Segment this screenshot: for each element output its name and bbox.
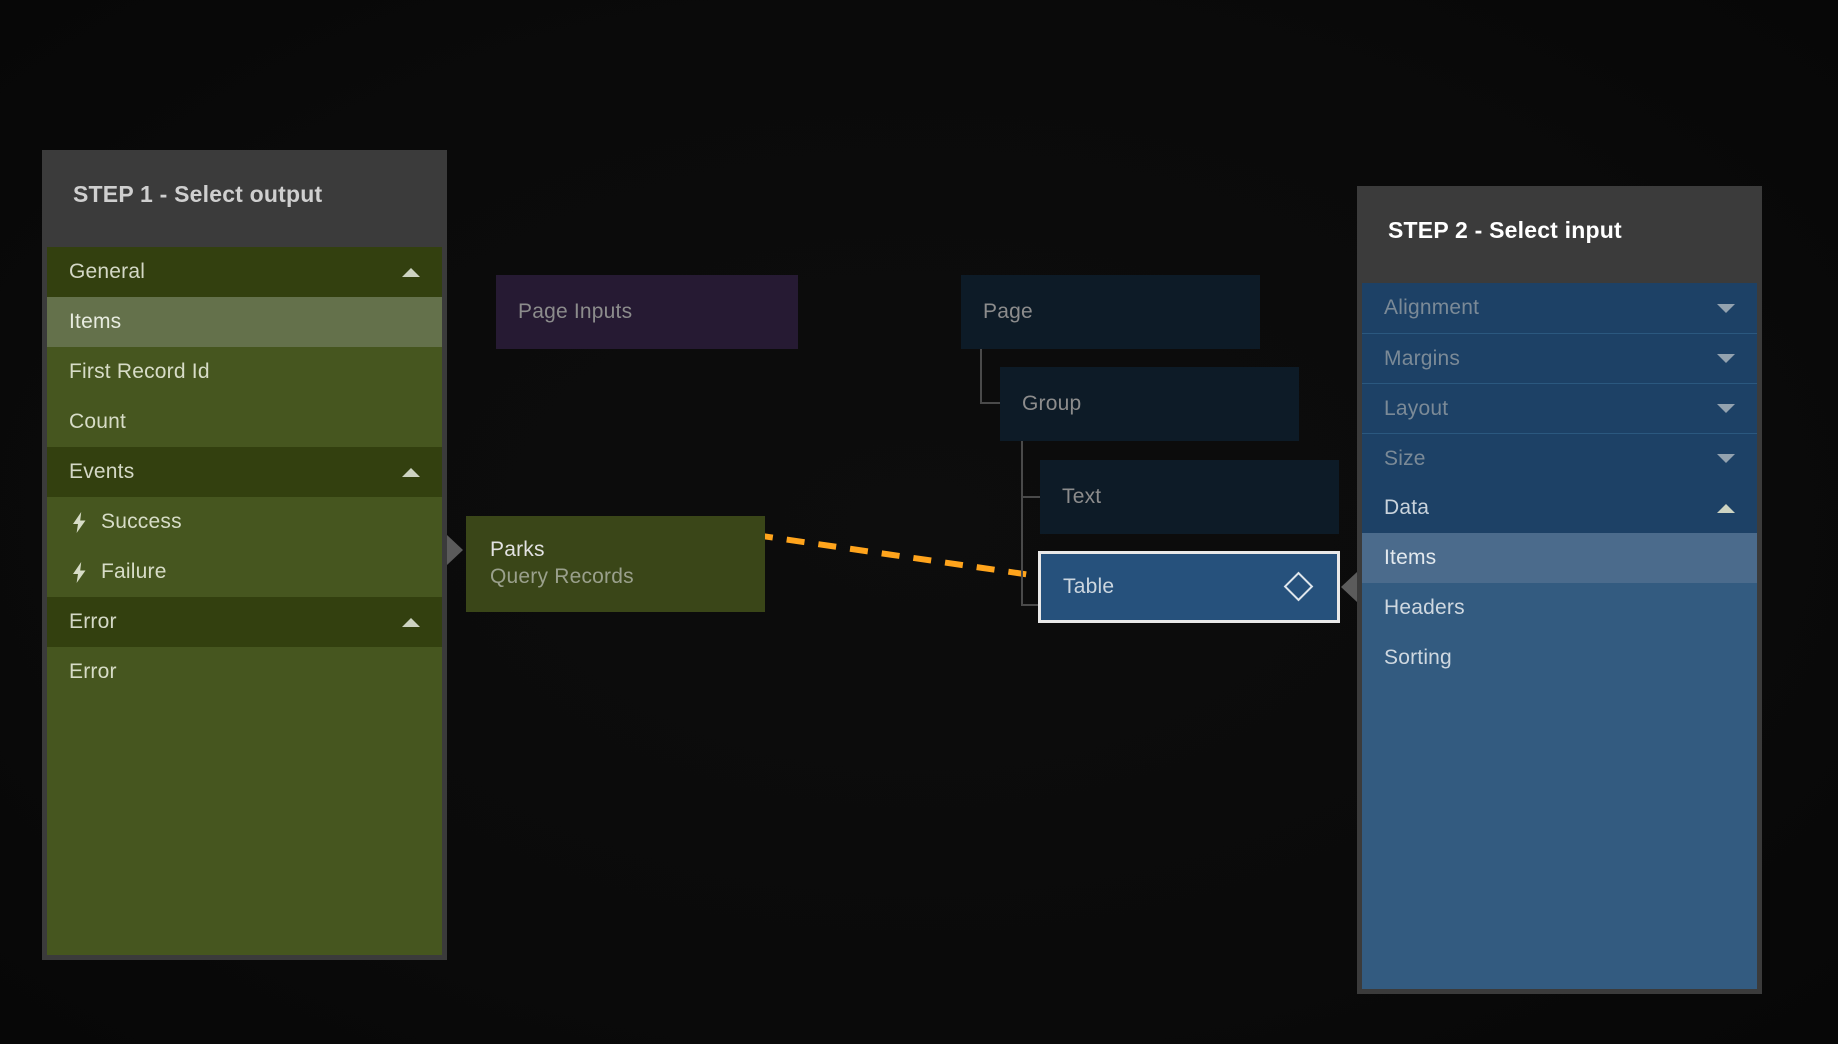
step-1-row-error[interactable]: Error	[47, 647, 442, 697]
node-table-label: Table	[1063, 575, 1115, 598]
tree-connector-page-group	[980, 349, 1003, 404]
row-label: General	[69, 260, 146, 283]
row-label: Success	[101, 510, 182, 533]
row-label: Items	[69, 310, 122, 333]
row-label: Layout	[1384, 396, 1449, 420]
node-text-label: Text	[1062, 485, 1102, 508]
diamond-icon	[1283, 571, 1314, 602]
chevron-down-icon[interactable]	[1717, 454, 1735, 463]
step-1-row-items[interactable]: Items	[47, 297, 442, 347]
row-label: Data	[1384, 496, 1430, 519]
lightning-icon	[69, 511, 89, 533]
step-2-row-alignment[interactable]: Alignment	[1362, 283, 1757, 333]
row-label: Items	[1384, 546, 1437, 569]
chevron-down-icon[interactable]	[1717, 354, 1735, 363]
row-label: First Record Id	[69, 360, 210, 383]
row-label: Events	[69, 460, 135, 483]
step-1-panel-title: STEP 1 - Select output	[73, 181, 323, 207]
row-label: Margins	[1384, 346, 1461, 370]
step-2-row-layout[interactable]: Layout	[1362, 383, 1757, 433]
chevron-up-icon[interactable]	[1717, 503, 1735, 513]
step-1-row-first-record-id[interactable]: First Record Id	[47, 347, 442, 397]
node-group-label: Group	[1022, 392, 1082, 415]
step-2-row-data[interactable]: Data	[1362, 483, 1757, 533]
step-1-row-general[interactable]: General	[47, 247, 442, 297]
chevron-up-icon[interactable]	[402, 267, 420, 277]
step-2-row-sorting[interactable]: Sorting	[1362, 633, 1757, 683]
node-parks[interactable]: Parks Query Records	[466, 516, 765, 612]
step-2-row-margins[interactable]: Margins	[1362, 333, 1757, 383]
chevron-down-icon[interactable]	[1717, 404, 1735, 413]
row-label: Headers	[1384, 596, 1465, 619]
step-1-row-failure[interactable]: Failure	[47, 547, 442, 597]
step-1-row-events[interactable]: Events	[47, 447, 442, 497]
step-2-panel-title: STEP 2 - Select input	[1388, 217, 1622, 243]
row-label: Alignment	[1384, 296, 1480, 319]
step-1-row-count[interactable]: Count	[47, 397, 442, 447]
lightning-icon	[69, 561, 89, 583]
node-text[interactable]: Text	[1040, 460, 1339, 534]
row-label: Size	[1384, 446, 1426, 470]
row-label: Error	[69, 660, 117, 683]
node-page-inputs-label: Page Inputs	[518, 300, 633, 323]
node-page-inputs[interactable]: Page Inputs	[496, 275, 798, 349]
step-1-row-success[interactable]: Success	[47, 497, 442, 547]
step-2-input-connector-icon[interactable]	[1341, 572, 1357, 602]
step-2-row-headers[interactable]: Headers	[1362, 583, 1757, 633]
row-label: Count	[69, 410, 127, 433]
tree-tick-text	[1021, 496, 1043, 498]
row-label: Sorting	[1384, 646, 1452, 669]
node-table[interactable]: Table	[1038, 551, 1340, 623]
chevron-down-icon[interactable]	[1717, 303, 1735, 313]
node-parks-subtitle: Query Records	[490, 565, 634, 588]
node-page[interactable]: Page	[961, 275, 1260, 349]
tree-tick-table	[1021, 604, 1043, 606]
step-1-output-connector-icon[interactable]	[447, 535, 463, 565]
node-page-label: Page	[983, 300, 1033, 323]
row-label: Error	[69, 610, 117, 633]
node-group[interactable]: Group	[1000, 367, 1299, 441]
row-label: Failure	[101, 560, 167, 583]
step-1-row-error[interactable]: Error	[47, 597, 442, 647]
chevron-up-icon[interactable]	[402, 467, 420, 477]
node-parks-title: Parks	[490, 538, 545, 562]
tree-connector-group-children	[1021, 441, 1044, 605]
chevron-up-icon[interactable]	[402, 617, 420, 627]
step-2-row-items[interactable]: Items	[1362, 533, 1757, 583]
step-2-row-size[interactable]: Size	[1362, 433, 1757, 483]
